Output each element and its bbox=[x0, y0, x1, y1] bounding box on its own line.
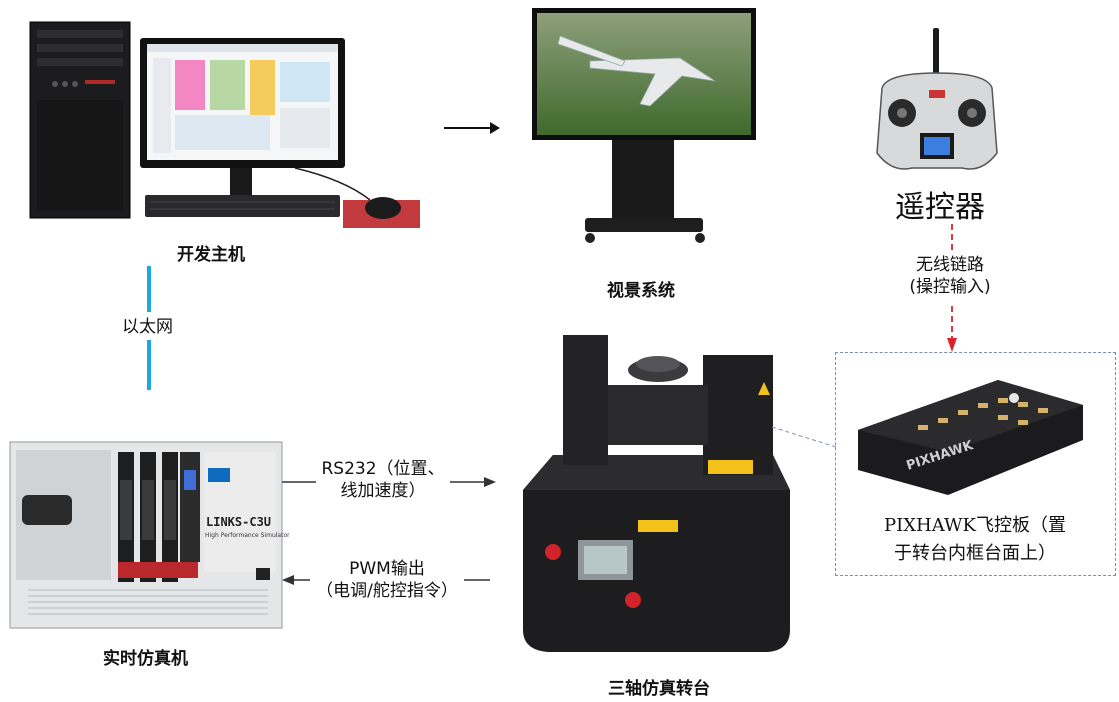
turntable-label: 三轴仿真转台 bbox=[608, 679, 710, 699]
wireless-link-line1: 无线链路 bbox=[916, 255, 984, 275]
arrow-host-to-visual bbox=[444, 122, 500, 134]
realtime-simulator-image bbox=[9, 441, 283, 629]
callout-connector bbox=[771, 426, 837, 448]
chassis-subtitle-text: High Performance Simulator bbox=[205, 532, 290, 539]
dev-host-label: 开发主机 bbox=[177, 245, 245, 265]
pwm-line1: PWM输出 bbox=[349, 559, 425, 579]
realtime-sim-label: 实时仿真机 bbox=[103, 649, 188, 669]
pixhawk-label: PIXHAWK飞控板（置 于转台内框台面上） bbox=[840, 512, 1110, 568]
wireless-link-line2: (操控输入) bbox=[909, 277, 991, 297]
pixhawk-board-image: PIXHAWK bbox=[858, 380, 1083, 495]
ethernet-label: 以太网 bbox=[122, 317, 173, 337]
visual-system-label: 视景系统 bbox=[607, 281, 675, 301]
rs232-line1: RS232（位置、 bbox=[321, 459, 445, 479]
remote-controller-image bbox=[876, 28, 998, 170]
turntable-image bbox=[523, 335, 790, 652]
pixhawk-callout-box bbox=[835, 352, 1116, 576]
ethernet-line bbox=[147, 266, 151, 390]
wireless-link-label: 无线链路 (操控输入) bbox=[895, 254, 1005, 298]
wireless-link-arrow bbox=[947, 224, 957, 352]
pwm-label: PWM输出 （电调/舵控指令） bbox=[312, 558, 462, 602]
remote-label: 遥控器 bbox=[895, 190, 985, 225]
pixhawk-line1: PIXHAWK飞控板（置 bbox=[884, 515, 1066, 536]
rs232-label: RS232（位置、 线加速度） bbox=[318, 458, 448, 502]
pwm-arrow bbox=[282, 575, 490, 585]
rs232-arrow bbox=[282, 477, 496, 487]
pwm-line2: （电调/舵控指令） bbox=[316, 581, 458, 601]
visual-system-image bbox=[532, 8, 756, 243]
rs232-line2: 线加速度） bbox=[340, 481, 426, 501]
chassis-model-text: LINKS-C3U bbox=[206, 515, 272, 529]
pixhawk-line2: 于转台内框台面上） bbox=[894, 543, 1056, 564]
dev-host-image bbox=[29, 21, 420, 228]
